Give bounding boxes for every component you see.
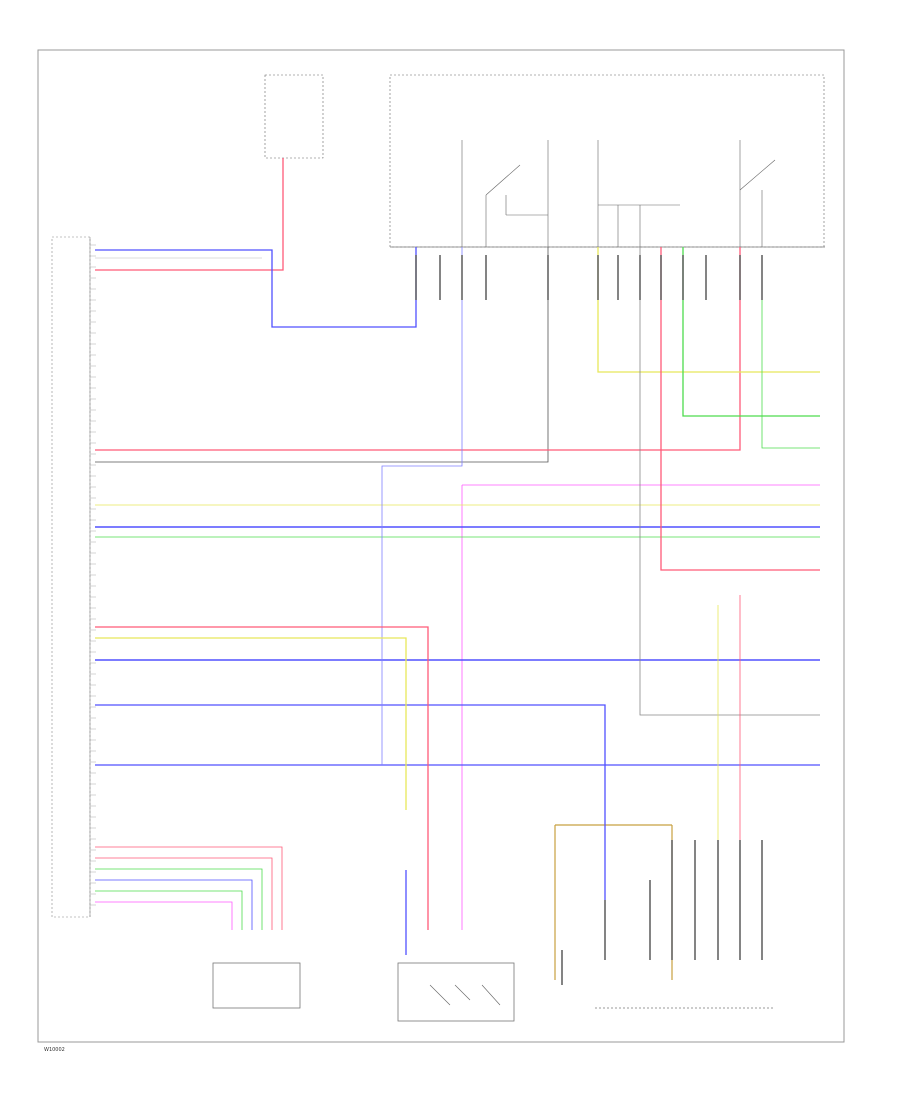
wire-red-right	[660, 247, 820, 571]
bottom-connector-pins	[561, 840, 763, 985]
wire-blue-up	[381, 247, 463, 765]
stop-light-switch-contacts	[429, 984, 501, 1006]
top-components	[264, 74, 825, 248]
sensor-connector-box	[212, 962, 301, 1009]
wire-blue-loop	[95, 247, 417, 328]
relay-box-right	[389, 74, 825, 248]
wire-red-bundle	[95, 846, 283, 930]
relay-box-left	[264, 74, 324, 159]
wire-yellow-down	[95, 637, 407, 810]
stop-light-switch-box	[397, 962, 515, 1022]
bottom-right-connector	[554, 824, 775, 1009]
wires	[95, 158, 820, 960]
ecm-pin-ticks	[90, 244, 96, 906]
wire-black-1	[95, 247, 549, 463]
diagram-border	[37, 49, 845, 1043]
wire-red-mid	[95, 247, 741, 451]
wire-green-bundle-2	[95, 890, 243, 930]
wire-yellow-right	[597, 247, 820, 373]
wire-blue-diag	[95, 704, 606, 900]
relay-pins	[415, 255, 763, 300]
diagram-code: W10002	[44, 1047, 65, 1053]
wire-green-right	[682, 247, 820, 417]
ecm-box	[51, 236, 91, 918]
ecm-connector	[51, 236, 91, 918]
wire-green-right-2	[761, 300, 820, 449]
wire-magenta-bundle	[95, 901, 233, 930]
wire-green-bundle	[95, 868, 263, 930]
wire-red-bundle-2	[95, 857, 273, 930]
wire-red-down	[95, 626, 429, 930]
wire-gray-right	[639, 247, 820, 716]
wire-red-top	[95, 158, 284, 271]
wire-blue-bundle	[95, 879, 253, 930]
